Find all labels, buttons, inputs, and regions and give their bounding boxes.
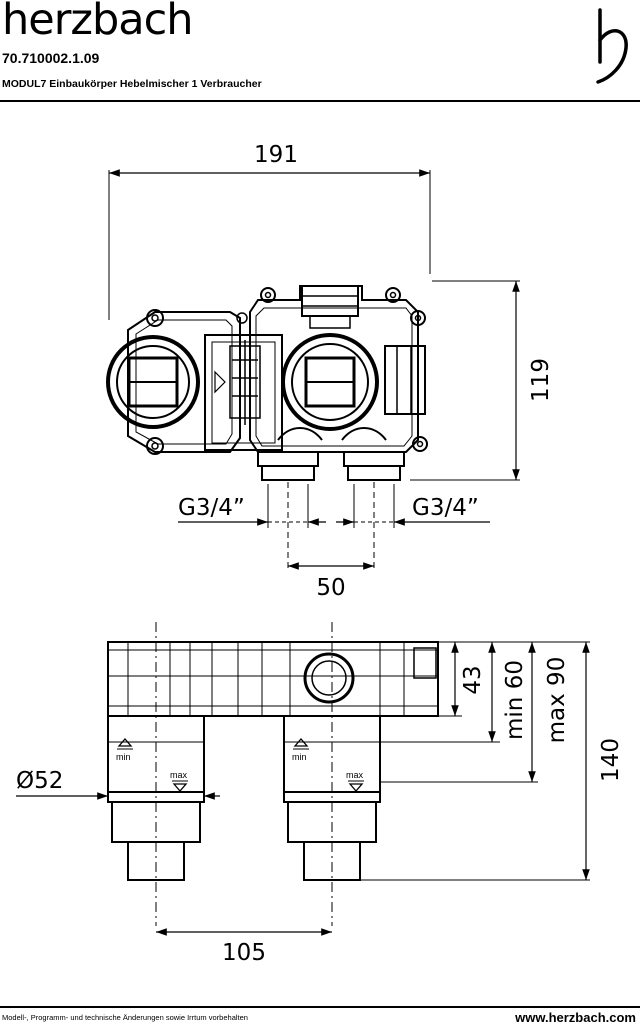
dim-label-105: 105 [222,940,266,966]
thread-label-left: G3/4” [178,495,245,521]
footer-divider [0,1006,640,1008]
min-label-left: min [116,752,131,762]
side-view [16,622,590,936]
herzbach-logo-icon [596,8,628,84]
article-number: 70.710002.1.09 [2,50,100,66]
thread-label-right: G3/4” [412,495,479,521]
min-label-right: min [292,752,307,762]
top-view [106,169,520,572]
max-label-right: max [346,770,364,780]
diameter-label: Ø52 [16,768,63,794]
product-description: MODUL7 Einbaukörper Hebelmischer 1 Verbr… [2,78,262,90]
footer-disclaimer: Modell-, Programm- und technische Änderu… [2,1013,248,1022]
dim-label-191: 191 [254,142,298,168]
footer-website-link[interactable]: www.herzbach.com [515,1010,636,1025]
dim-label-max90: max 90 [544,657,570,744]
max-label-left: max [170,770,188,780]
brand-name: herzbach [2,0,193,45]
dim-label-140: 140 [598,738,624,782]
dim-label-50: 50 [316,575,345,601]
dim-label-119: 119 [528,358,554,402]
header-divider [0,100,640,102]
dim-label-min60: min 60 [502,660,528,740]
dim-label-43: 43 [460,665,486,694]
